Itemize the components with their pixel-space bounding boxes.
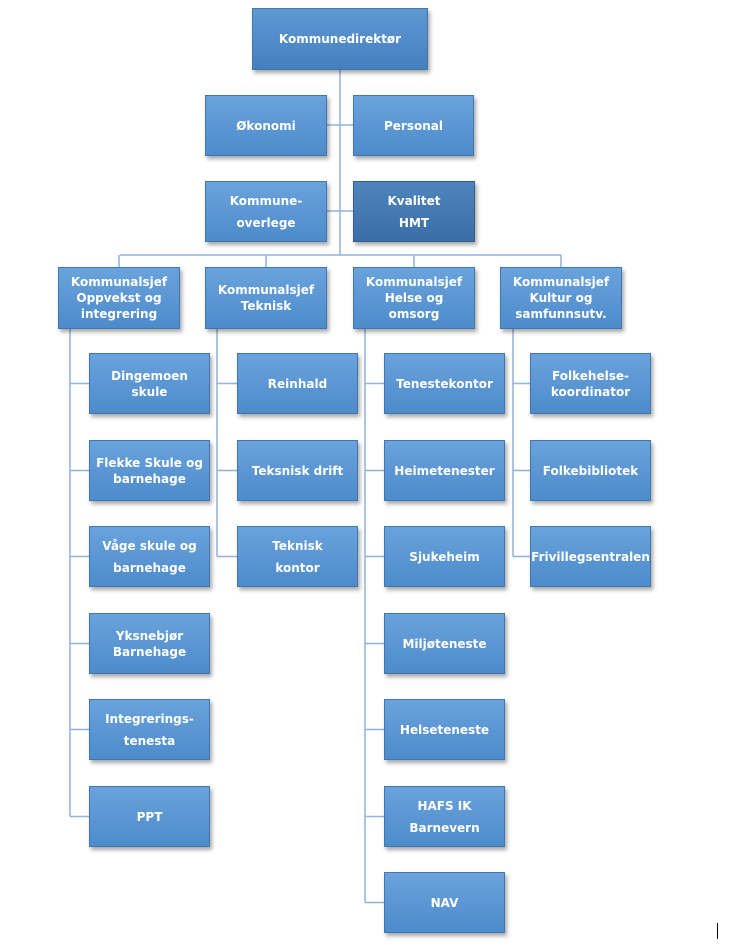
unit-line: Teksnisk drift [251,463,344,478]
box-unit: Folkebibliotek [530,440,651,501]
unit-line: PPT [136,809,163,824]
box-unit: Våge skule og barnehage [89,526,210,587]
division-head-line: Kultur og [529,291,593,305]
box-unit: Teksnisk drift [237,440,358,501]
box-unit: Folkehelse-koordinator [530,353,651,414]
box-unit: Integrerings-tenesta [89,699,210,760]
box-unit: Reinhald [237,353,358,414]
box-unit: Tenestekontor [384,353,505,414]
unit-line: Barnehage [112,644,187,659]
box-unit: Teknisk kontor [237,526,358,587]
box-personal-label: Personal [384,118,443,133]
division-head-line: integrering [80,307,158,321]
box-unit: Sjukeheim [384,526,505,587]
unit-line: Folkehelse- [552,368,629,383]
division-head-line: Kommunalsjef [70,275,168,289]
division-head-line: Oppvekst og [76,291,162,305]
unit-line: Frivillegsentralen [531,549,650,564]
box-unit: Frivillegsentralen [530,526,651,587]
box-kvalitet-hmt: Kvalitet HMT [353,181,475,242]
box-personal: Personal [353,95,474,156]
unit-line: Sjukeheim [409,549,480,564]
unit-line: Heimetenester [394,463,495,478]
unit-line: Folkebibliotek [542,463,639,478]
unit-line: kontor [275,560,320,575]
box-okonomi-label: Økonomi [236,118,296,133]
box-kvalitet-line-1: Kvalitet [387,193,441,208]
box-unit: PPT [89,786,210,847]
unit-line: Barnevern [409,820,480,835]
division-head-line: Kommunalsjef [217,283,315,297]
box-kommuneoverlege: Kommune- overlege [205,181,327,242]
unit-line: Flekke Skule og [96,455,203,470]
unit-line: NAV [430,895,459,910]
box-unit: Helseteneste [384,699,505,760]
box-unit: NAV [384,872,505,933]
box-okonomi: Økonomi [205,95,327,156]
box-kvalitet-line-2: HMT [398,215,430,230]
box-unit: Heimetenester [384,440,505,501]
division-head-line: Kommunalsjef [512,275,610,289]
unit-line: Våge skule og [102,538,197,553]
unit-line: Reinhald [267,376,328,391]
unit-line: Integrerings- [105,711,194,726]
unit-line: koordinator [550,384,631,399]
box-unit: HAFS IK Barnevern [384,786,505,847]
unit-line: tenesta [123,733,176,748]
text-cursor [717,923,718,939]
box-kommunedirektor: Kommunedirektør [252,8,428,70]
box-kommuneoverlege-line-1: Kommune- [229,193,303,208]
unit-line: Tenestekontor [396,376,493,391]
box-kommuneoverlege-line-2: overlege [236,215,296,230]
division-head-line: Kommunalsjef [365,275,463,289]
unit-line: barnehage [113,560,186,575]
box-unit: Dingemoen skule [89,353,210,414]
division-head-line: samfunnsutv. [515,307,607,321]
unit-line: Dingemoen skule [111,368,188,399]
division-head-line: Helse og omsorg [384,291,444,321]
box-kommunedirektor-label: Kommunedirektør [278,32,402,46]
unit-line: Teknisk [272,538,323,553]
unit-line: Yksnebjør [115,628,184,643]
division-head-line: Teknisk [240,299,292,313]
unit-line: HAFS IK [417,798,472,813]
box-unit: Miljøteneste [384,613,505,674]
unit-line: Miljøteneste [402,636,487,651]
unit-line: Helseteneste [399,722,490,737]
unit-line: barnehage [113,471,186,486]
